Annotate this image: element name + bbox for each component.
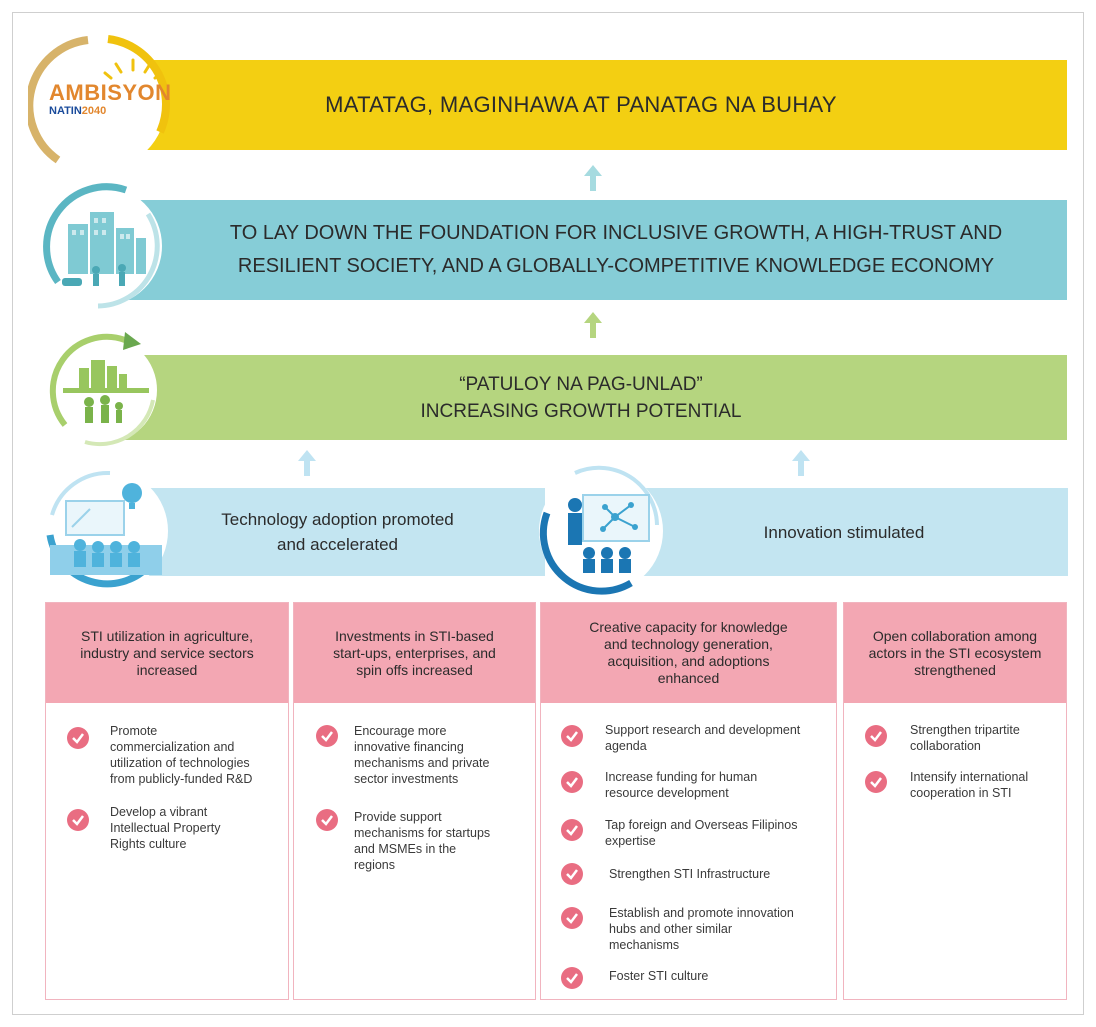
logo-natin: NATIN2040 <box>49 105 107 117</box>
column-header-line: strengthened <box>914 661 996 678</box>
growth-band: “PATULOY NA PAG-UNLAD” INCREASING GROWTH… <box>95 355 1067 440</box>
technology-adoption-band: Technology adoption promoted and acceler… <box>100 488 545 576</box>
column-header-line: actors in the STI ecosystem <box>868 644 1042 661</box>
growth-line-1: “PATULOY NA PAG-UNLAD” <box>459 373 703 395</box>
growth-circle-icon <box>49 332 157 447</box>
sun-rays-icon <box>103 58 163 80</box>
check-icon <box>561 725 583 747</box>
innovation-text: Innovation stimulated <box>763 522 925 542</box>
check-icon <box>561 863 583 885</box>
column-header: Open collaboration among actors in the S… <box>844 603 1066 703</box>
column-header-line: spin offs increased <box>356 661 473 678</box>
column-header-line: Creative capacity for knowledge <box>589 619 788 635</box>
check-icon <box>316 809 338 831</box>
column-header: STI utilization in agriculture, industry… <box>46 603 288 703</box>
up-arrow-icon <box>584 312 602 338</box>
check-icon <box>865 771 887 793</box>
up-arrow-icon <box>298 450 316 476</box>
column-header: Investments in STI-based start-ups, ente… <box>294 603 535 703</box>
technology-adoption-line-2: and accelerated <box>277 535 398 554</box>
growth-line-2: INCREASING GROWTH POTENTIAL <box>420 400 742 422</box>
check-icon <box>561 771 583 793</box>
column-header: Creative capacity for knowledge and tech… <box>541 603 836 703</box>
vision-band: MATATAG, MAGINHAWA AT PANATAG NA BUHAY <box>95 60 1067 150</box>
column-header-line: STI utilization in agriculture, <box>81 627 253 644</box>
column-header-line: and technology generation, <box>604 636 773 652</box>
column-header-line: Open collaboration among <box>872 627 1038 644</box>
check-icon <box>67 727 89 749</box>
check-icon <box>561 907 583 929</box>
vision-text: MATATAG, MAGINHAWA AT PANATAG NA BUHAY <box>325 92 837 117</box>
logo-ambisyon: AMBISYON <box>49 80 172 105</box>
up-arrow-icon <box>584 165 602 191</box>
list-item: Strengthen STI Infrastructure <box>609 867 771 881</box>
column-header-line: start-ups, enterprises, and <box>333 644 496 661</box>
foundation-line-2: RESILIENT SOCIETY, AND A GLOBALLY-COMPET… <box>237 255 995 277</box>
check-icon <box>316 725 338 747</box>
column-creative-capacity: Creative capacity for knowledge and tech… <box>540 602 837 1000</box>
foundation-band: TO LAY DOWN THE FOUNDATION FOR INCLUSIVE… <box>95 200 1067 300</box>
innovation-circle-icon <box>539 465 663 595</box>
logo: AMBISYON NATIN2040 <box>49 58 171 138</box>
column-header-line: increased <box>136 661 198 678</box>
check-icon <box>561 967 583 989</box>
technology-adoption-line-1: Technology adoption promoted <box>221 510 454 529</box>
innovation-band: Innovation stimulated <box>590 488 1068 576</box>
column-sti-utilization: STI utilization in agriculture, industry… <box>45 602 289 1000</box>
check-icon <box>67 809 89 831</box>
check-icon <box>865 725 887 747</box>
column-header-line: industry and service sectors <box>80 644 254 661</box>
column-investments: Investments in STI-based start-ups, ente… <box>293 602 536 1000</box>
technology-circle-icon <box>44 469 168 593</box>
column-header-line: acquisition, and adoptions <box>607 653 770 669</box>
check-icon <box>561 819 583 841</box>
column-header-line: Investments in STI-based <box>335 627 494 644</box>
column-open-collaboration: Open collaboration among actors in the S… <box>843 602 1067 1000</box>
list-item: Foster STI culture <box>609 969 709 983</box>
up-arrow-icon <box>792 450 810 476</box>
column-header-line: enhanced <box>657 670 720 686</box>
city-circle-icon <box>42 183 162 309</box>
foundation-line-1: TO LAY DOWN THE FOUNDATION FOR INCLUSIVE… <box>229 222 1003 244</box>
